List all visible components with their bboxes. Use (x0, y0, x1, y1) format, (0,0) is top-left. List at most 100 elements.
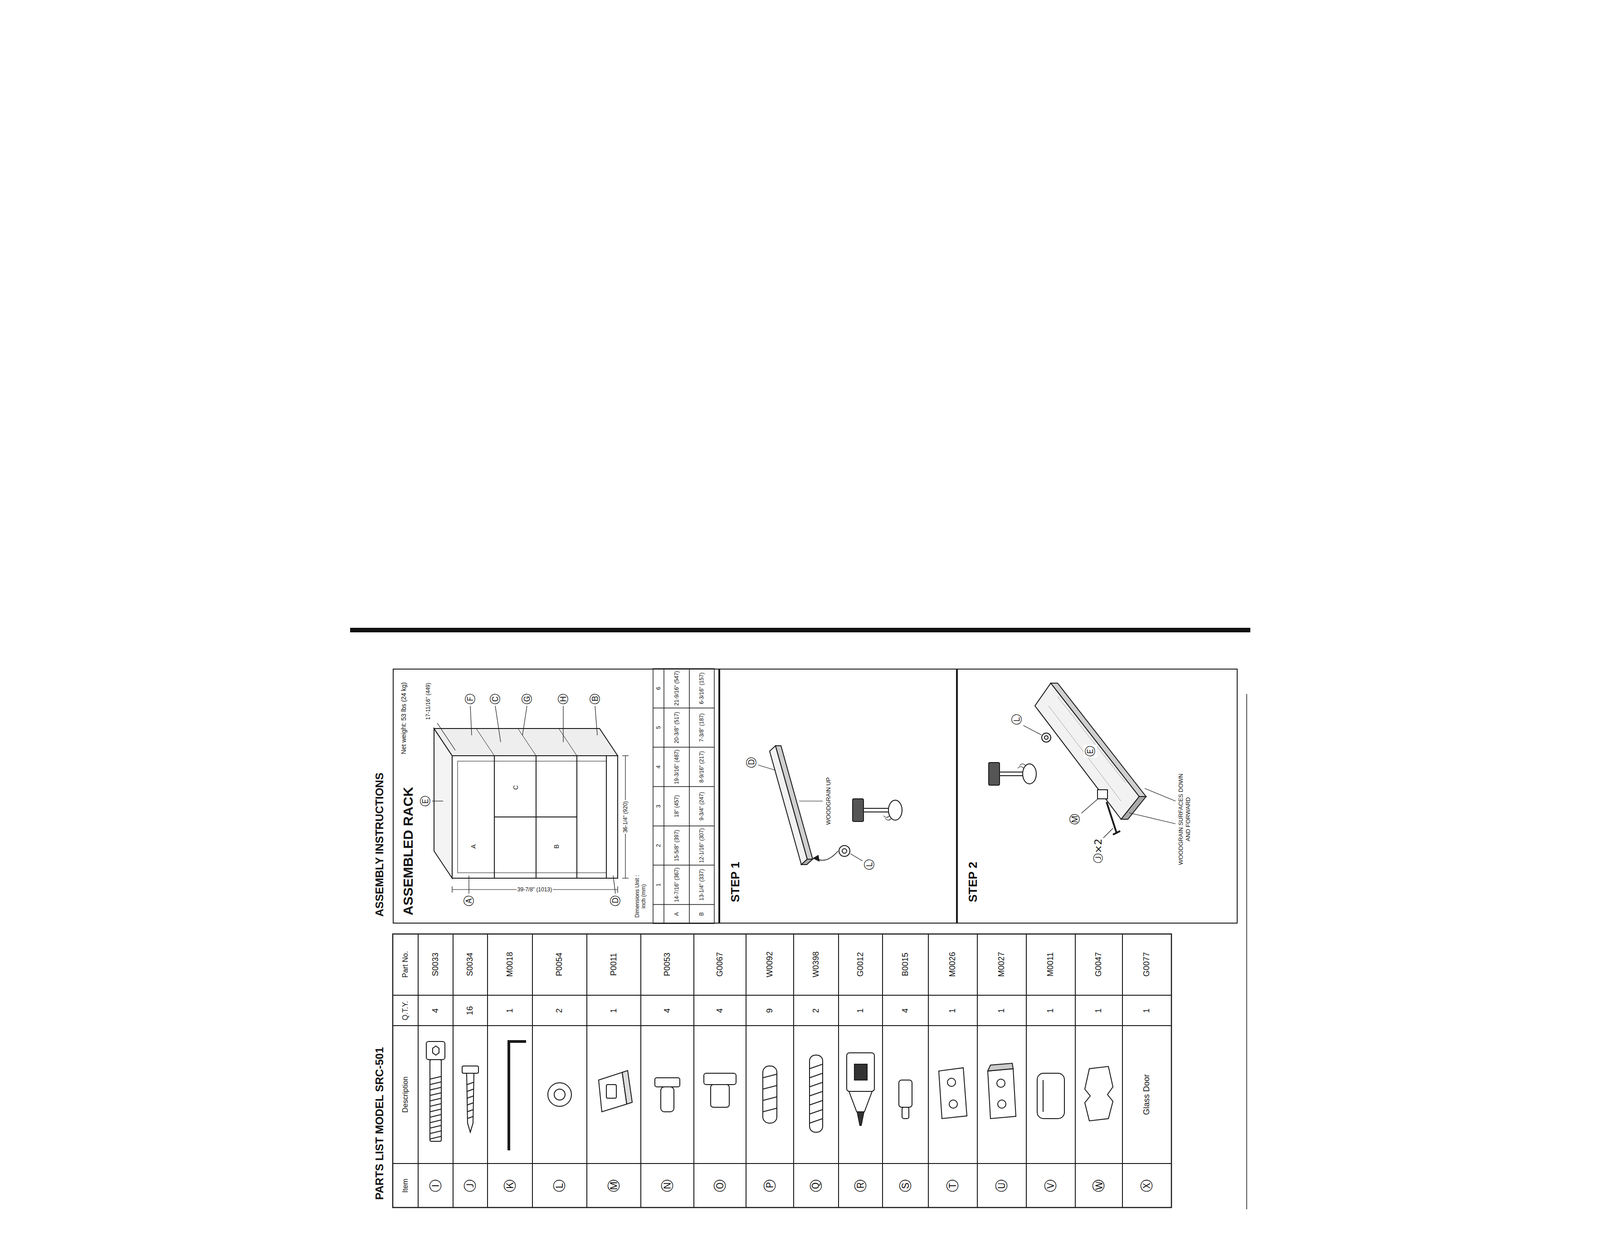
bushing-icon (554, 1088, 566, 1100)
parts-table-grid (392, 1024, 1172, 1026)
cap-icon (710, 1084, 730, 1108)
table-cell: 9-3/4" (247) (698, 787, 705, 825)
item-letter: Ⓦ (1091, 1178, 1107, 1193)
part-number: G0012 (855, 951, 866, 978)
hammer (1017, 763, 1026, 769)
part-number: S0033 (430, 951, 441, 977)
hammer (988, 762, 1037, 786)
hex-key-icon (508, 1041, 527, 1151)
panel-drawing (1097, 789, 1108, 799)
callout-letter: Ⓔ (419, 794, 433, 808)
quantity: 1 (1141, 1007, 1152, 1014)
parts-table-grid (487, 933, 488, 1208)
bushing-icon (547, 1082, 572, 1107)
screw-icon (462, 1065, 479, 1132)
quantity: 2 (811, 1007, 822, 1014)
rack-drawing (494, 816, 577, 818)
dowel-icon (809, 1054, 823, 1132)
item-letter: Ⓠ (808, 1178, 825, 1193)
item-letter: Ⓜ (606, 1178, 622, 1193)
leader-line (495, 705, 501, 742)
leader-line (468, 875, 469, 894)
panel-note: Net weight: 53 lbs (24 kg) (400, 682, 408, 755)
peg-icon (654, 1077, 680, 1087)
dimension-table-grid (653, 668, 715, 924)
dimension-table-grid (653, 707, 715, 709)
callout-letter: Ⓛ (863, 858, 877, 871)
parts-table-grid (1025, 933, 1027, 1208)
hinge-plate-icon (987, 1063, 1016, 1119)
parts-table-grid (531, 933, 533, 1208)
magnet-catch-icon (1037, 1073, 1065, 1119)
dimension: 36-1/4" (920) (622, 800, 629, 834)
glue-bottle-icon (857, 1111, 864, 1126)
table-cell: 20-3/8" (517) (673, 708, 680, 747)
hinge-plate-icon (997, 1099, 1006, 1108)
panel-drawing (1044, 735, 1049, 740)
board-drawing (799, 800, 823, 801)
parts-table-grid (392, 933, 1172, 1208)
board-drawing (757, 764, 776, 771)
table-cell: 15-5/8" (397) (673, 826, 680, 864)
dimension-table-grid (653, 785, 715, 787)
bushing-part (850, 853, 863, 861)
shelf-pin-icon (898, 1079, 913, 1119)
rack-drawing (434, 728, 618, 879)
page-title: PARTS LIST MODEL SRC-501 (373, 1047, 386, 1200)
table-cell: 18" (457) (673, 787, 680, 825)
panel-drawing (1112, 830, 1121, 835)
dimension-table-grid (653, 825, 715, 827)
item-letter: Ⓞ (712, 1178, 728, 1193)
bolt-icon (426, 1041, 445, 1142)
panel-heading: STEP 2 (965, 861, 981, 903)
hinge-plate-icon (938, 1067, 967, 1119)
bushing-part (839, 845, 850, 857)
dimension-table-grid (688, 668, 690, 924)
dimension-line (451, 886, 453, 893)
item-letter: Ⓣ (945, 1178, 961, 1193)
strike-plate-icon (1084, 1066, 1113, 1121)
dimension-table-grid (653, 864, 715, 866)
hinge-plate-icon (949, 1099, 958, 1108)
shelf-pin-icon (902, 1107, 909, 1119)
dowel-icon (762, 1073, 777, 1112)
connector-layer (350, 627, 1251, 1210)
parts-table-grid (745, 933, 747, 1208)
shelf-letter: C (512, 784, 520, 791)
table-cell: 2 (655, 843, 662, 849)
item-letter: Ⓘ (428, 1178, 444, 1193)
bracket-icon (598, 1072, 627, 1112)
magnet-catch-icon (1042, 1079, 1044, 1112)
leader-line (522, 705, 527, 736)
hammer (888, 800, 903, 820)
table-cell: 8-9/16" (217) (698, 748, 705, 786)
parts-table-grid (640, 933, 642, 1208)
bushing-part (813, 855, 820, 861)
callout-letter: Ⓐ (462, 894, 476, 908)
quantity: 1 (505, 1007, 516, 1014)
hammer (988, 762, 1000, 786)
quantity: 4 (900, 1007, 911, 1014)
parts-table-grid (452, 933, 454, 1208)
quantity: 16 (465, 1004, 476, 1016)
part-number: W0092 (765, 950, 776, 978)
callout-letter: Ⓒ (488, 692, 503, 706)
quantity: 1 (1093, 1007, 1104, 1014)
part-number: G0067 (715, 951, 726, 978)
screw-icon (462, 1065, 479, 1074)
dimension-line (437, 722, 456, 751)
hinge-plate-icon (996, 1078, 1005, 1088)
bracket-icon (598, 1070, 633, 1112)
magnet-catch-icon (1037, 1073, 1065, 1119)
dowel-icon (809, 1054, 823, 1132)
bolt-icon (426, 1041, 445, 1060)
part-description: Glass Door (1141, 1073, 1152, 1116)
shelf-pin-icon (898, 1079, 913, 1108)
item-letter: Ⓚ (502, 1178, 518, 1193)
dimension-table-grid (653, 903, 715, 905)
table-header: Description (400, 1075, 410, 1114)
rack-drawing (452, 755, 618, 879)
shelf-letter: B (552, 843, 561, 849)
parts-table-grid (793, 933, 795, 1208)
table-cell: 3 (655, 803, 662, 809)
